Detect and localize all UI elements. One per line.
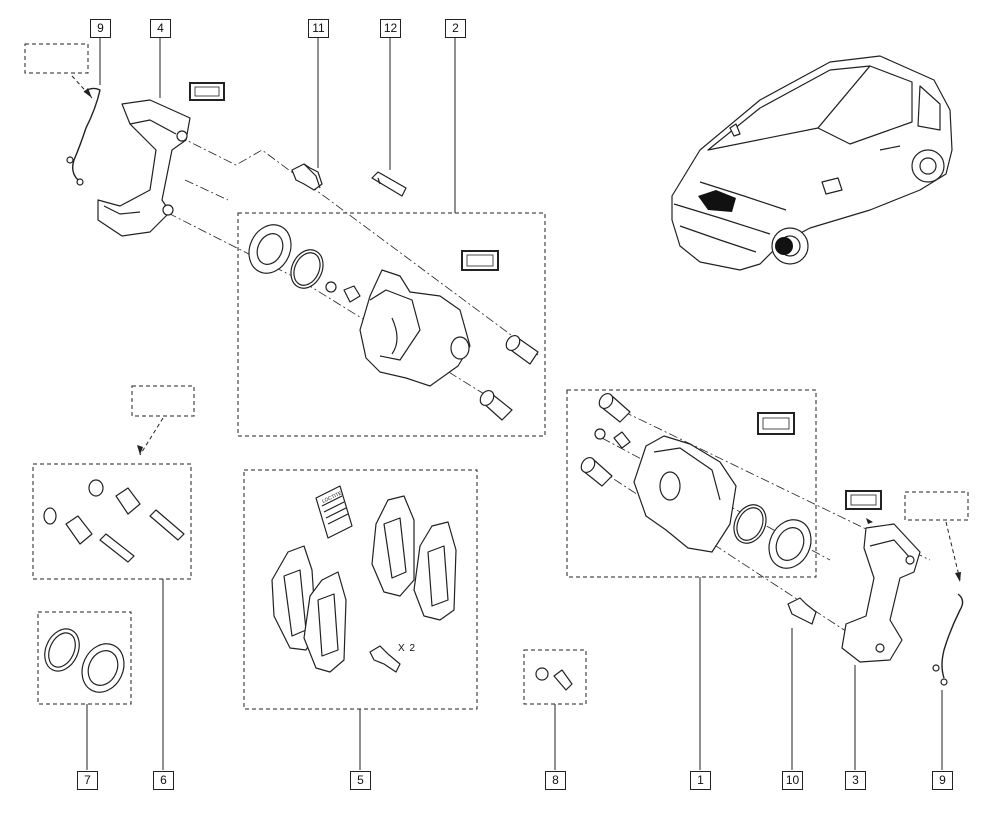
label-5: 5: [350, 771, 371, 790]
bolt-10: [787, 597, 817, 625]
guide-sleeve-2a: [505, 334, 539, 365]
engine-bay-mark: [698, 190, 736, 212]
marker-symbols: [189, 82, 882, 510]
label-8: 8: [545, 771, 566, 790]
label-6: 6: [153, 771, 174, 790]
brake-pad-a: [271, 545, 317, 651]
label-1: 1: [690, 771, 711, 790]
caliper-body-1: [633, 435, 737, 553]
note-box-6: [131, 385, 195, 417]
group-boxes: [24, 43, 969, 710]
guide-sleeve-2b: [479, 389, 513, 421]
caliper-body-2: [359, 269, 471, 387]
group-box-2: [237, 212, 546, 437]
label-12: 12: [380, 19, 401, 38]
caliper-carrier-right: [841, 523, 921, 663]
brake-pad-c: [371, 495, 415, 597]
group-box-1: [566, 389, 817, 578]
group-box-7: [37, 611, 132, 705]
brake-pad-b: [303, 571, 347, 673]
label-4: 4: [150, 19, 171, 38]
instruction-booklet: [315, 485, 353, 539]
bleed-screw: [553, 669, 573, 691]
bolt-11: [291, 163, 323, 191]
car-highlights: [698, 190, 793, 255]
note-box-9-left: [24, 43, 89, 74]
brake-pad-d: [413, 521, 457, 621]
label-3: 3: [845, 771, 866, 790]
label-11: 11: [308, 19, 329, 38]
label-10: 10: [782, 771, 803, 790]
pad-screw: [369, 645, 401, 673]
guide-sleeves-1: [580, 392, 631, 487]
label-9-right: 9: [932, 771, 953, 790]
car-illustration: [671, 55, 953, 271]
wheel-hub-mark: [775, 237, 793, 255]
label-7: 7: [77, 771, 98, 790]
pin-kit-6: [43, 479, 185, 563]
caliper-carrier-left: [97, 99, 191, 237]
wear-sensor-left: [71, 87, 101, 181]
label-2: 2: [445, 19, 466, 38]
leader-lines: [86, 37, 943, 770]
bleed-cap: [535, 667, 549, 681]
quantity-note: X 2: [398, 643, 417, 654]
wear-sensor-right: [941, 593, 964, 679]
label-9-left: 9: [90, 19, 111, 38]
note-box-9-right: [904, 491, 969, 521]
guide-pin-12: [371, 171, 407, 197]
group-box-6: [32, 463, 192, 580]
